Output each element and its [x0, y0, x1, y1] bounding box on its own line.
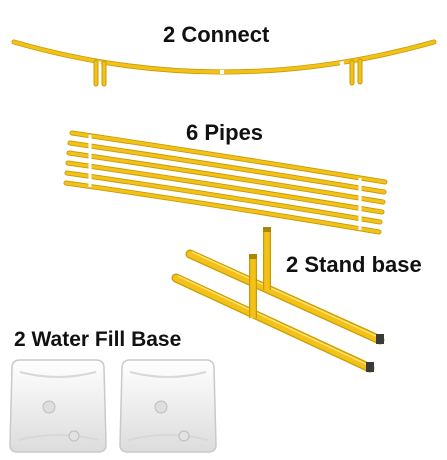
stand-base-bar-back [185, 249, 385, 345]
pipe-6 [63, 180, 382, 235]
water-fill-base-label: 2 Water Fill Base [14, 328, 182, 351]
connect-arch-pipe [11, 39, 437, 87]
pipes-label: 6 Pipes [186, 120, 264, 145]
pipe-2 [67, 140, 387, 195]
stand-base-post-back [263, 227, 271, 290]
stand-base-bar-front [171, 273, 375, 373]
water-fill-base-right [119, 359, 217, 453]
bag-center-hole [154, 400, 168, 414]
pipe-3 [66, 150, 386, 205]
pipe-5 [64, 170, 383, 225]
water-fill-base-left [9, 359, 107, 453]
bag-fill-cap [178, 430, 190, 442]
stand-base-label: 2 Stand base [286, 252, 422, 277]
stand-base [171, 227, 385, 373]
connect-label: 2 Connect [163, 22, 270, 47]
stand-base-post-front [249, 254, 257, 318]
bag-center-hole [42, 400, 56, 414]
pipes-bundle [63, 130, 388, 235]
pipe-1 [69, 130, 388, 185]
bag-fill-cap [68, 430, 80, 442]
pipe-4 [65, 160, 385, 215]
